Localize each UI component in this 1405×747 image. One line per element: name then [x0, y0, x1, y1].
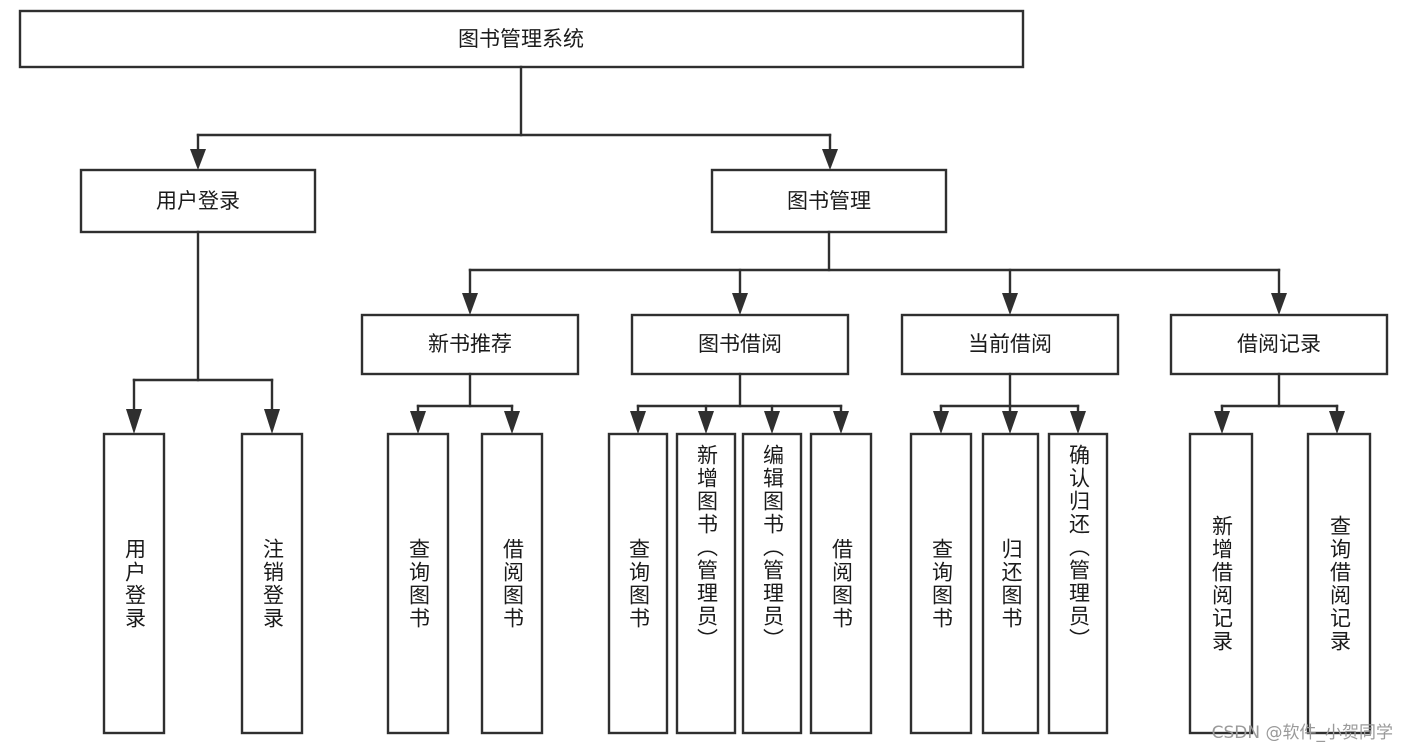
- leaf-box-current-query[interactable]: [909, 432, 973, 735]
- node-new-book-recommend-label: 新书推荐: [428, 332, 512, 356]
- leaf-box-borrow-add[interactable]: [675, 432, 737, 735]
- leaf-box-recommend-borrow[interactable]: [480, 432, 544, 735]
- node-new-book-recommend[interactable]: 新书推荐: [360, 313, 580, 376]
- connector-new-book-recommend-to-leaves: [410, 372, 520, 434]
- node-user-login-label: 用户登录: [156, 189, 240, 213]
- leaf-box-current-return[interactable]: [981, 432, 1040, 735]
- node-root-label: 图书管理系统: [458, 27, 584, 51]
- connector-current-borrow-to-leaves: [933, 372, 1086, 434]
- leaf-box-user-login-login[interactable]: [102, 432, 166, 735]
- node-root[interactable]: 图书管理系统: [18, 9, 1025, 69]
- connector-user-login-to-leaves: [126, 230, 280, 434]
- leaf-box-current-confirm[interactable]: [1047, 432, 1109, 735]
- leaf-box-record-add[interactable]: [1188, 432, 1254, 735]
- connector-borrow-record-to-leaves: [1214, 372, 1345, 434]
- connector-root-to-level2: [190, 65, 838, 170]
- connector-book-borrow-to-leaves: [630, 372, 849, 434]
- csdn-watermark: CSDN @软件_小贺同学: [1211, 723, 1393, 743]
- node-borrow-record[interactable]: 借阅记录: [1169, 313, 1389, 376]
- leaf-box-borrow-query[interactable]: [607, 432, 669, 735]
- leaf-box-user-login-logout[interactable]: [240, 432, 304, 735]
- node-current-borrow[interactable]: 当前借阅: [900, 313, 1120, 376]
- node-book-borrow-label: 图书借阅: [698, 332, 782, 356]
- leaf-box-record-query[interactable]: [1306, 432, 1372, 735]
- node-borrow-record-label: 借阅记录: [1237, 332, 1321, 356]
- node-user-login[interactable]: 用户登录: [79, 168, 317, 234]
- node-book-management[interactable]: 图书管理: [710, 168, 948, 234]
- leaf-box-borrow-edit[interactable]: [741, 432, 803, 735]
- leaf-box-recommend-query[interactable]: [386, 432, 450, 735]
- node-book-borrow[interactable]: 图书借阅: [630, 313, 850, 376]
- node-current-borrow-label: 当前借阅: [968, 332, 1052, 356]
- node-book-management-label: 图书管理: [787, 189, 871, 213]
- connector-book-management-to-level3: [462, 230, 1287, 315]
- leaf-box-borrow-lend[interactable]: [809, 432, 873, 735]
